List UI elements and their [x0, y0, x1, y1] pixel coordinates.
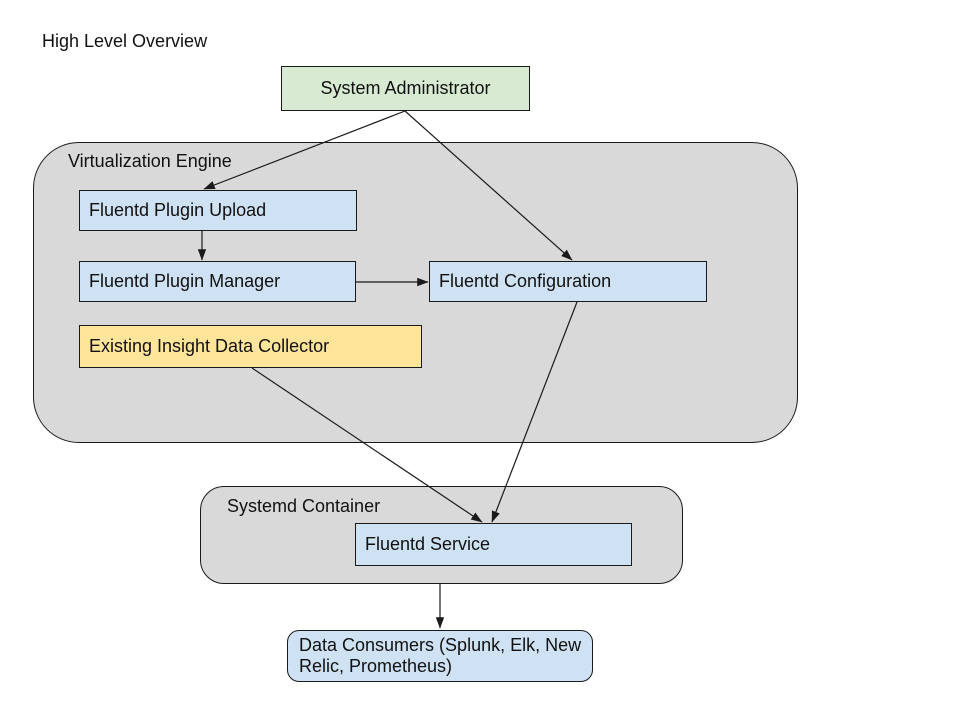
node-data-consumers: Data Consumers (Splunk, Elk, New Relic, … — [287, 630, 593, 682]
group-systemd-container-label: Systemd Container — [227, 496, 381, 516]
node-fluentd-service-label: Fluentd Service — [365, 534, 491, 554]
node-fluentd-service: Fluentd Service — [355, 523, 632, 566]
node-system-administrator-label: System Administrator — [320, 78, 491, 98]
node-fluentd-configuration-label: Fluentd Configuration — [439, 271, 612, 291]
node-data-consumers-label: Data Consumers (Splunk, Elk, New Relic, … — [299, 635, 582, 676]
node-system-administrator: System Administrator — [281, 66, 530, 111]
node-existing-insight-data-collector-label: Existing Insight Data Collector — [89, 336, 330, 356]
node-fluentd-plugin-upload-label: Fluentd Plugin Upload — [89, 200, 267, 220]
page-title: High Level Overview — [42, 31, 208, 51]
node-existing-insight-data-collector: Existing Insight Data Collector — [79, 325, 422, 368]
node-fluentd-plugin-manager: Fluentd Plugin Manager — [79, 261, 356, 302]
node-fluentd-plugin-upload: Fluentd Plugin Upload — [79, 190, 357, 231]
node-fluentd-configuration: Fluentd Configuration — [429, 261, 707, 302]
group-virtualization-engine-label: Virtualization Engine — [68, 151, 232, 171]
node-fluentd-plugin-manager-label: Fluentd Plugin Manager — [89, 271, 281, 291]
